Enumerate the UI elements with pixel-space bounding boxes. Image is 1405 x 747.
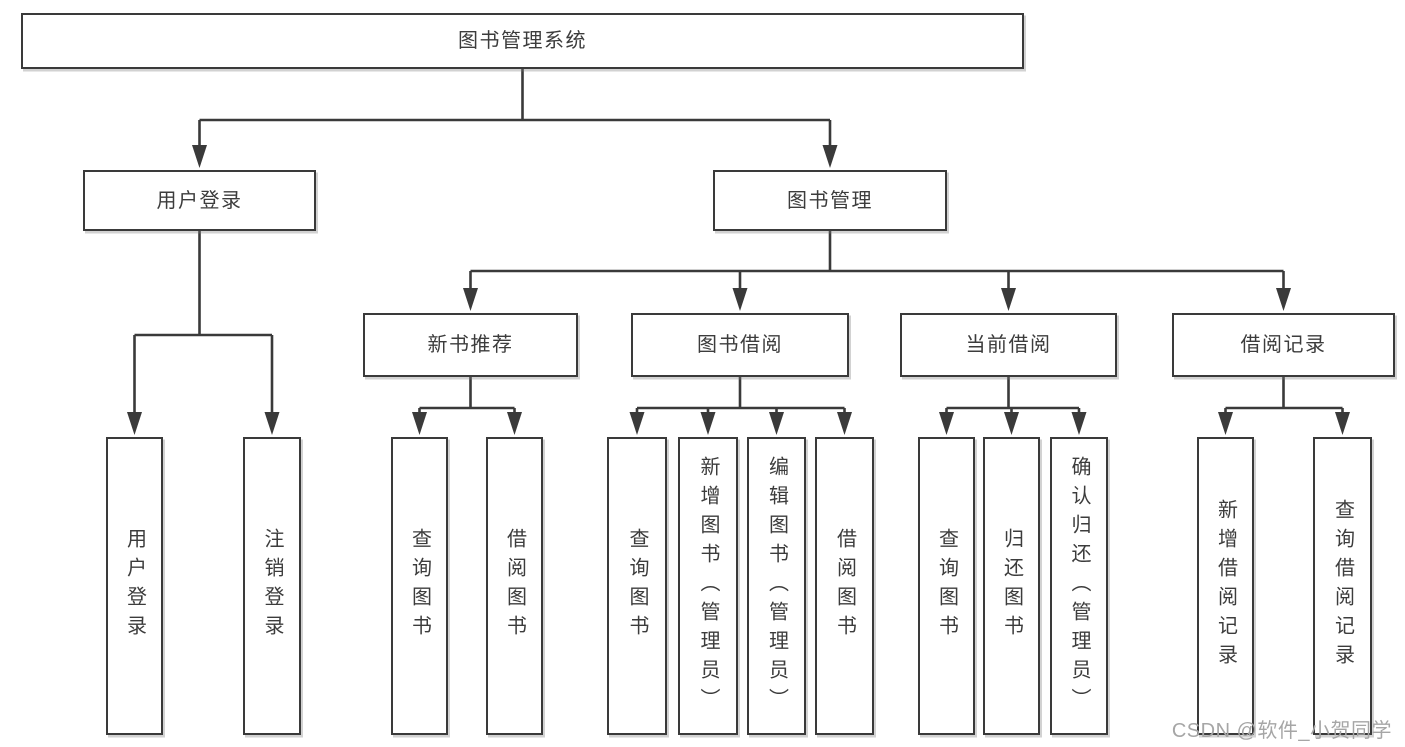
leaf-query-books-recommend: 查询图书 — [391, 437, 448, 735]
edge-book-borrow-children — [635, 377, 846, 414]
leaf-edit-book-admin: 编辑图书（管理员） — [747, 437, 806, 735]
leaf-query-books-borrowing: 查询图书 — [607, 437, 667, 735]
node-label: 新增图书（管理员） — [697, 455, 719, 717]
arrow-down-icon — [822, 145, 838, 168]
arrow-down-icon — [264, 412, 280, 435]
arrow-down-icon — [1335, 412, 1350, 435]
leaf-borrow-books: 借阅图书 — [815, 437, 874, 735]
node-label: 用户登录 — [156, 189, 243, 212]
node-label: 借阅图书 — [833, 528, 856, 644]
leaf-query-books-current: 查询图书 — [918, 437, 975, 735]
arrow-down-icon — [700, 412, 716, 435]
arrow-down-icon — [629, 412, 645, 435]
arrow-down-icon — [1001, 288, 1016, 311]
arrow-down-icon — [939, 412, 954, 435]
node-label: 用户登录 — [123, 528, 146, 644]
arrow-down-icon — [507, 412, 522, 435]
edge-borrow-records-children — [1224, 377, 1344, 414]
node-label: 图书借阅 — [697, 334, 783, 356]
arrow-down-icon — [1218, 412, 1233, 435]
node-label: 当前借阅 — [965, 334, 1052, 356]
node-label: 查询图书 — [408, 528, 431, 644]
node-label: 查询借阅记录 — [1331, 499, 1354, 673]
arrow-down-icon — [837, 412, 852, 435]
arrow-down-icon — [412, 412, 427, 435]
node-label: 确认归还（管理员） — [1068, 455, 1090, 717]
node-label: 新书推荐 — [427, 334, 514, 356]
node-current-borrowing: 当前借阅 — [900, 313, 1117, 377]
node-book-management: 图书管理 — [713, 170, 947, 231]
node-label: 查询图书 — [626, 528, 648, 644]
edge-current-borrow-children — [945, 377, 1081, 414]
node-library-management-system: 图书管理系统 — [21, 13, 1024, 69]
arrow-down-icon — [732, 288, 748, 311]
node-label: 注销登录 — [261, 528, 283, 644]
arrow-down-icon — [192, 145, 207, 168]
watermark-text: CSDN @软件_小贺同学 — [1171, 720, 1392, 742]
node-label: 图书管理 — [787, 189, 873, 212]
node-new-book-recommend: 新书推荐 — [363, 313, 578, 377]
arrow-down-icon — [1071, 412, 1087, 435]
node-label: 新增借阅记录 — [1214, 499, 1237, 673]
node-label: 图书管理系统 — [458, 30, 587, 52]
edge-book-mgmt-children — [469, 231, 1285, 290]
node-label: 借阅图书 — [503, 528, 526, 644]
leaf-borrow-books-recommend: 借阅图书 — [486, 437, 543, 735]
node-label: 归还图书 — [1000, 528, 1023, 644]
node-borrowing-records: 借阅记录 — [1172, 313, 1395, 377]
arrow-down-icon — [769, 412, 784, 435]
node-label: 借阅记录 — [1240, 334, 1327, 356]
leaf-add-book-admin: 新增图书（管理员） — [678, 437, 738, 735]
node-label: 查询图书 — [935, 528, 958, 644]
arrow-down-icon — [1004, 412, 1019, 435]
node-book-borrowing: 图书借阅 — [631, 313, 849, 377]
edge-user-login-children — [133, 231, 274, 414]
arrow-down-icon — [1276, 288, 1291, 311]
leaf-confirm-return-admin: 确认归还（管理员） — [1050, 437, 1108, 735]
node-label: 编辑图书（管理员） — [765, 455, 788, 717]
leaf-add-borrow-record: 新增借阅记录 — [1197, 437, 1254, 735]
leaf-logout: 注销登录 — [243, 437, 301, 735]
leaf-user-login: 用户登录 — [106, 437, 163, 735]
leaf-query-borrow-record: 查询借阅记录 — [1313, 437, 1372, 735]
edge-new-book-children — [418, 377, 516, 414]
edge-root-to-level2 — [198, 69, 832, 149]
leaf-return-books: 归还图书 — [983, 437, 1040, 735]
arrow-down-icon — [127, 412, 142, 435]
node-user-login: 用户登录 — [83, 170, 316, 231]
arrow-down-icon — [463, 288, 478, 311]
